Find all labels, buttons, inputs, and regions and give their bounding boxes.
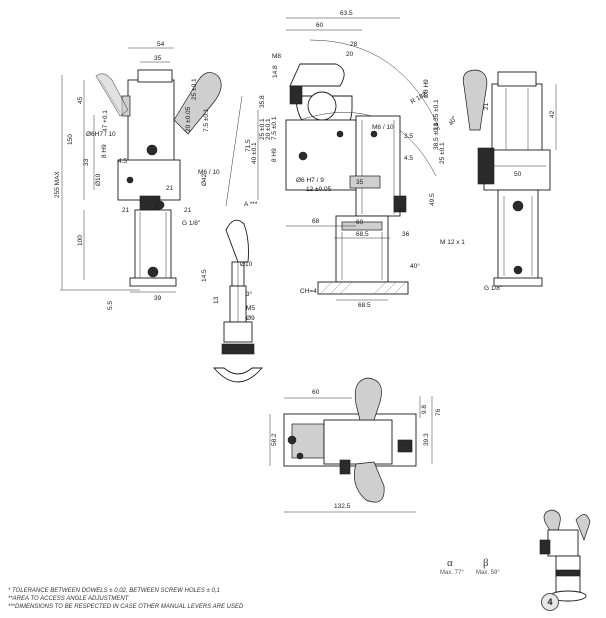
right-dim-21: 21	[483, 102, 490, 110]
front-dim-35: 35	[154, 55, 162, 62]
front-dim-d42: Ø42	[201, 173, 208, 186]
front-dim-4-5: 4.5	[118, 158, 127, 165]
side-dim-40deg-b: 40°	[447, 114, 459, 127]
side-dim-10-35: 10.35 ±0.1	[433, 99, 440, 130]
side-dim-49-5: 49.5	[429, 193, 436, 206]
side-dim-4-5: 4.5	[404, 155, 413, 162]
side-dim-60-b: 60	[356, 219, 364, 226]
top-dim-9-8: 9.8	[421, 405, 428, 414]
front-dim-39: 39	[154, 295, 162, 302]
isometric-thumbnail	[539, 509, 591, 602]
side-dim-25-b: 25 ±0.1	[439, 142, 446, 164]
side-dim-d8h9: Ø8 H9	[423, 79, 430, 98]
lever-dim-d9: Ø9	[246, 315, 255, 322]
side-dim-m6: M6 / 10	[372, 124, 394, 131]
top-dim-76: 76	[435, 408, 442, 416]
side-dim-21: 21	[398, 207, 406, 214]
right-dim-g18: G 1/8"	[484, 285, 503, 292]
side-dim-ch4: CH=4	[300, 288, 317, 295]
top-dim-39-3: 39.3	[423, 433, 430, 446]
side-dim-3-5: 3.5	[404, 133, 413, 140]
front-dim-33: 33	[83, 158, 90, 166]
front-dim-7-5: 7.5 ±0.1	[203, 108, 210, 132]
lever-dim-m5: M5	[246, 305, 255, 312]
alpha-symbol: α	[447, 557, 453, 569]
beta-symbol: β	[483, 557, 489, 569]
note-area-access: **AREA TO ACCESS ANGLE ADJUSTMENT	[8, 596, 129, 602]
front-dim-47: 47 +0.1	[102, 110, 109, 132]
front-dim-100: 100	[77, 235, 84, 246]
side-dim-12: 12 ±0.05	[306, 186, 332, 193]
side-dim-38-5: 38.5 ±0.1	[433, 123, 440, 150]
front-dim-dowel: Ø6H7 / 10	[86, 131, 116, 138]
front-dim-25: 25 ±0.1	[191, 78, 198, 100]
right-dim-42: 42	[549, 110, 556, 118]
side-dim-7-5: 7.5 ±0.1	[271, 116, 278, 140]
side-view	[257, 17, 441, 301]
lever-dim-d10: Ø10	[240, 261, 253, 268]
front-dim-g18: G 1/8"	[182, 220, 201, 227]
side-dim-m8: M8	[272, 53, 281, 60]
right-view	[462, 69, 557, 287]
front-dim-21c: 21	[166, 185, 174, 192]
beta-max-label: Max. 59°	[476, 570, 500, 576]
side-dim-60: 60	[316, 22, 324, 29]
side-dim-m12: M 12 x 1	[440, 239, 465, 246]
lever-dim-13: 13	[213, 296, 220, 304]
lever-dim-14-5: 14.5	[201, 269, 208, 282]
side-dim-20: 20	[346, 51, 354, 58]
front-view	[60, 47, 222, 293]
front-dim-5-5: 5.5	[107, 301, 114, 310]
front-dim-m6: M6 / 10	[198, 169, 220, 176]
side-dim-35: 35	[356, 179, 364, 186]
front-dim-45: 45	[77, 96, 84, 104]
side-dim-40deg: 40°	[410, 262, 420, 270]
front-dim-d10: Ø10	[95, 173, 102, 186]
side-dim-36: 36	[402, 231, 410, 238]
front-dim-8h9: 8 H9	[101, 144, 108, 158]
side-dim-d6h7: Ø6 H7 / 9	[296, 177, 324, 184]
side-dim-68-5-b: 68.5	[358, 302, 371, 309]
front-dim-20: 20 ±0.05	[185, 106, 192, 132]
front-dim-150: 150	[67, 134, 74, 145]
page-number-badge: 4	[541, 593, 559, 611]
side-dim-20-b: 20 ±0.1	[265, 118, 272, 140]
top-dim-58-2: 58.2	[271, 433, 278, 446]
right-dim-50: 50	[514, 171, 522, 178]
side-dim-28: 28	[350, 41, 358, 48]
top-view	[269, 377, 433, 513]
side-dim-63-5: 63.5	[340, 10, 353, 17]
lever-dim-a: A ***	[244, 201, 258, 208]
front-dim-255max: 255 MAX	[54, 171, 61, 198]
side-dim-40: 40 ±0.1	[251, 142, 258, 164]
front-dim-21a: 21	[122, 207, 130, 214]
alpha-max-label: Max. 77°	[440, 570, 464, 576]
side-dim-8h9: 8 H9	[271, 148, 278, 162]
lever-dim-3deg: 3°	[246, 290, 253, 298]
front-dim-54: 54	[157, 41, 165, 48]
lever-view	[213, 95, 263, 383]
side-dim-71-5: 71.5	[245, 139, 252, 152]
top-dim-132-5: 132.5	[334, 503, 351, 510]
note-tolerance: * TOLERANCE BETWEEN DOWELS ± 0,02, BETWE…	[8, 588, 220, 594]
front-dim-21b: 21	[184, 207, 192, 214]
side-dim-14-8: 14.8	[272, 65, 279, 78]
side-dim-68: 68	[312, 218, 320, 225]
side-dim-25: 25 ±0.1	[259, 118, 266, 140]
top-dim-60: 60	[312, 389, 320, 396]
note-lever-dimensions: ***DIMENSIONS TO BE RESPECTED IN CASE OT…	[8, 604, 244, 610]
side-dim-35-8: 35.8	[259, 95, 266, 108]
side-dim-68-5: 68.5	[356, 231, 369, 238]
